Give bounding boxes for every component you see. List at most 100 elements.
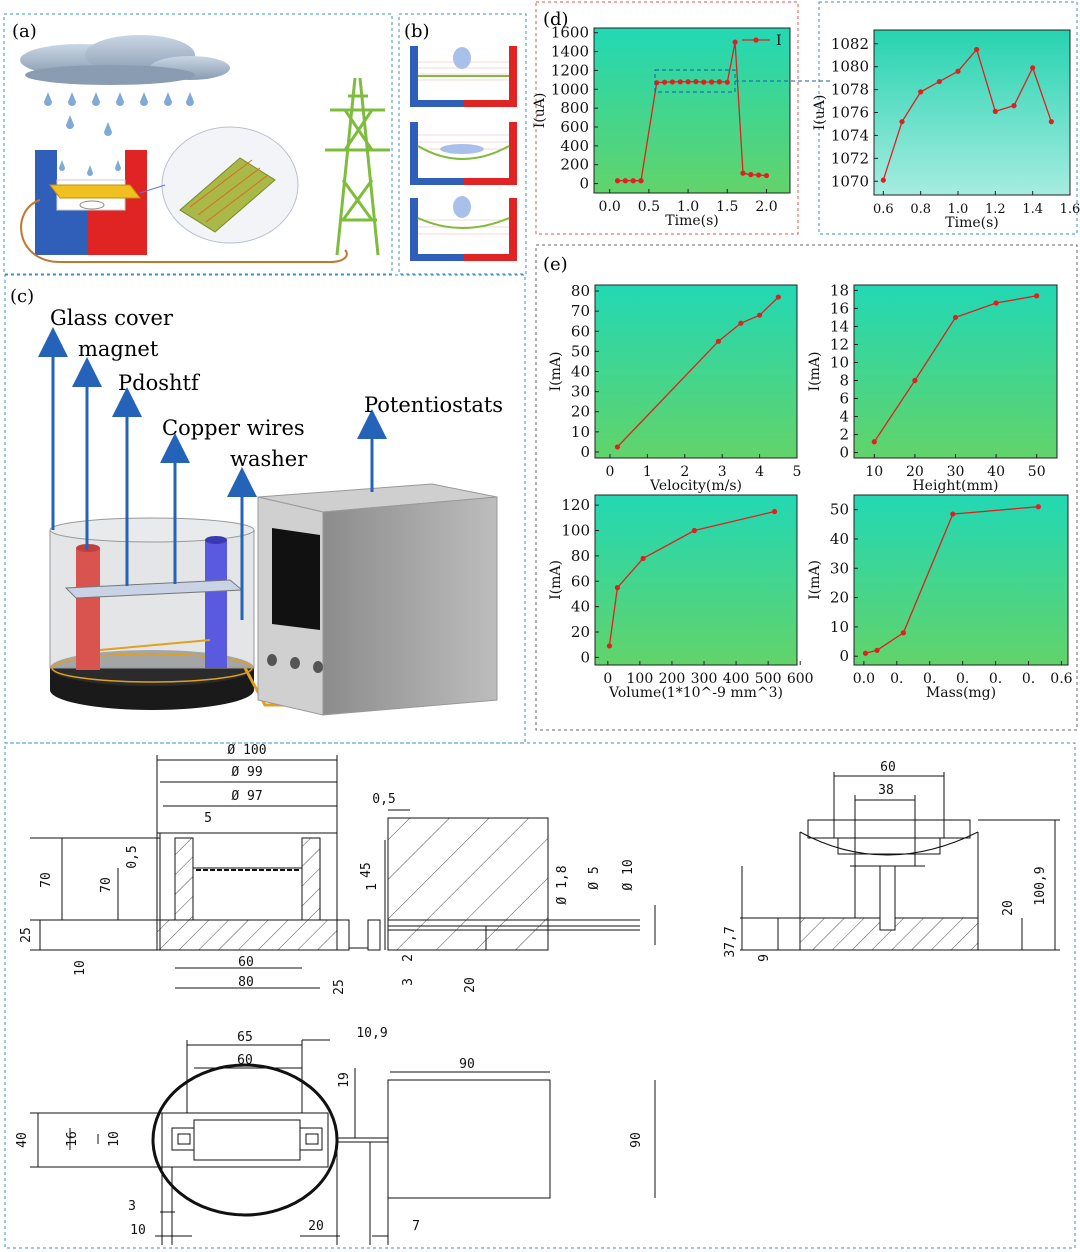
plot-area [853,284,1058,459]
dim-label: 16 [65,1131,80,1147]
frame-d-zoom [818,1,1078,235]
y-tick-label: 14 [830,317,849,335]
plot-area [853,494,1069,666]
panel-frames [3,1,1078,1249]
label-washer: washer [230,447,308,471]
cloud-icon [20,35,230,85]
data-point [992,108,998,114]
y-tick-label: 10 [830,618,849,636]
y-tick-label: 0 [579,175,589,193]
y-tick-label: 4 [839,408,849,426]
dim-label: 65 [237,1030,253,1045]
series-line [882,48,1052,181]
x-tick-label: 600 [787,671,814,687]
x-tick-label: 0.5 [638,199,660,215]
dim-label: 1 [365,883,380,891]
y-tick-label: 70 [571,302,590,320]
y-tick-label: 1400 [551,43,589,61]
dim-label: 0,5 [125,845,140,868]
y-tick-label: 0 [580,648,590,666]
y-tick-label: 1070 [831,172,869,190]
x-tick-label: 20 [906,464,924,480]
y-axis-label: I(mA) [807,560,823,600]
y-tick-label: 12 [830,335,849,353]
cylinder-icon [49,517,295,710]
plot-area [873,29,1071,196]
y-tick-label: 0 [580,443,590,461]
x-axis-label: Time(s) [665,213,718,229]
drawing-side-section [740,772,1060,951]
data-point [640,555,646,562]
x-tick-label: 0. [1022,671,1035,687]
label-copper-wires: Copper wires [162,416,305,440]
data-point [630,178,636,184]
data-point [724,79,730,85]
panel-b-illustration [410,46,517,261]
dim-label: Ø 97 [231,789,262,804]
dim-label: 10,9 [356,1026,387,1041]
x-tick-label: 2.0 [755,199,777,215]
dim-label: 90 [629,1132,644,1148]
data-point [716,79,723,85]
dim-label: 25 [19,927,34,943]
panel-c-illustration: Glass cover magnet Pdoshtf Copper wires … [38,306,503,716]
data-point [732,39,738,45]
panel-a-illustration [20,35,390,263]
dim-label: 37,7 [723,926,738,957]
x-axis-label: Volume(1*10^-9 mm^3) [608,685,783,701]
x-axis-label: Time(s) [945,215,998,231]
label-glass-cover: Glass cover [50,306,174,330]
y-tick-label: 1200 [551,61,589,79]
x-tick-label: 1.4 [1022,202,1043,217]
legend-label: I [776,33,782,49]
data-point [1011,103,1017,109]
x-tick-label: 40 [987,464,1005,480]
x-tick-label: 1 [643,464,652,480]
drawing-top-view [30,1039,656,1245]
y-tick-label: 10 [830,353,849,371]
frame-b [398,13,527,275]
y-tick-label: 20 [571,403,590,421]
y-tick-label: 60 [571,572,590,590]
x-tick-label: 1.0 [948,202,969,217]
data-point [775,294,781,300]
x-tick-label: 1.5 [716,199,738,215]
plot-area [594,494,798,666]
dim-label: 20 [308,1219,324,1234]
dim-label: 60 [880,760,896,775]
dim-label: Ø 1,8 [555,865,570,904]
data-point [701,79,707,85]
x-tick-label: 0. [923,671,936,687]
dim-label: 25 [332,979,347,995]
zoom-callout [654,69,830,93]
data-point [955,68,961,74]
data-point [974,46,980,53]
data-point [874,647,880,653]
stage-2 [410,122,517,185]
data-point [748,172,754,178]
data-point [638,178,644,184]
y-tick-label: 10 [571,423,590,441]
dim-label: 3 [401,978,416,986]
y-tick-label: 40 [571,598,590,616]
y-tick-label: 80 [571,547,590,565]
x-tick-label: 100 [627,671,654,687]
x-tick-label: 400 [723,671,750,687]
panel-label-c: (c) [10,286,34,307]
data-point [880,177,886,183]
y-tick-label: 50 [571,342,590,360]
data-point [993,300,999,306]
y-tick-label: 30 [571,383,590,401]
dim-label: Ø 100 [227,743,266,758]
y-tick-label: 2 [839,426,849,444]
frame-d [535,1,799,235]
y-tick-label: 20 [571,623,590,641]
x-tick-label: 50 [1028,464,1046,480]
plot-area [594,284,798,459]
y-tick-label: 0 [839,647,849,665]
y-tick-label: 120 [561,496,590,514]
